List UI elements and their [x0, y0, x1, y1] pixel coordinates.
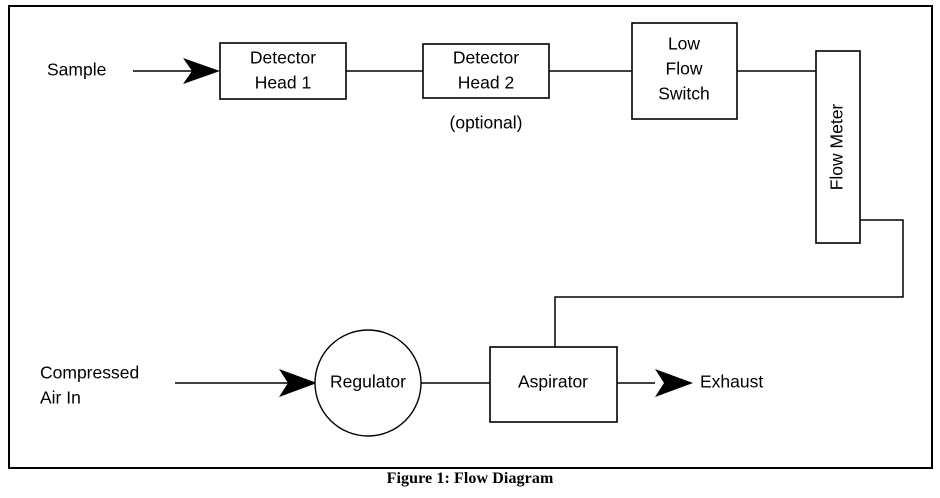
figure-caption: Figure 1: Flow Diagram	[386, 470, 554, 487]
arrowhead-compressed-air-icon	[279, 369, 317, 397]
label-detector-head-2-optional-note: (optional)	[450, 113, 523, 133]
label-compressed-air-line2: Air In	[40, 388, 81, 408]
label-detector-head-1-line2: Head 1	[255, 73, 311, 93]
label-exhaust: Exhaust	[700, 372, 763, 392]
label-sample: Sample	[47, 60, 106, 80]
label-flow-meter: Flow Meter	[827, 104, 847, 191]
arrowhead-sample-icon	[183, 58, 220, 84]
label-low-flow-switch-line3: Switch	[658, 84, 710, 104]
label-regulator: Regulator	[330, 372, 406, 392]
node-detector-head-2	[422, 43, 550, 99]
label-detector-head-1-line1: Detector	[250, 48, 316, 68]
node-flow-meter	[815, 50, 861, 244]
node-low-flow-switch	[631, 22, 738, 120]
label-aspirator: Aspirator	[518, 372, 588, 392]
label-low-flow-switch-line2: Flow	[666, 59, 703, 79]
label-low-flow-switch-line1: Low	[668, 34, 700, 54]
node-detector-head-1	[219, 42, 347, 100]
connector-flow-meter-to-aspirator	[554, 219, 904, 347]
label-compressed-air-line1: Compressed	[40, 363, 139, 383]
label-detector-head-2-line2: Head 2	[458, 73, 514, 93]
node-aspirator	[489, 346, 618, 423]
label-detector-head-2-line1: Detector	[453, 48, 519, 68]
arrowhead-exhaust-icon	[655, 369, 693, 397]
